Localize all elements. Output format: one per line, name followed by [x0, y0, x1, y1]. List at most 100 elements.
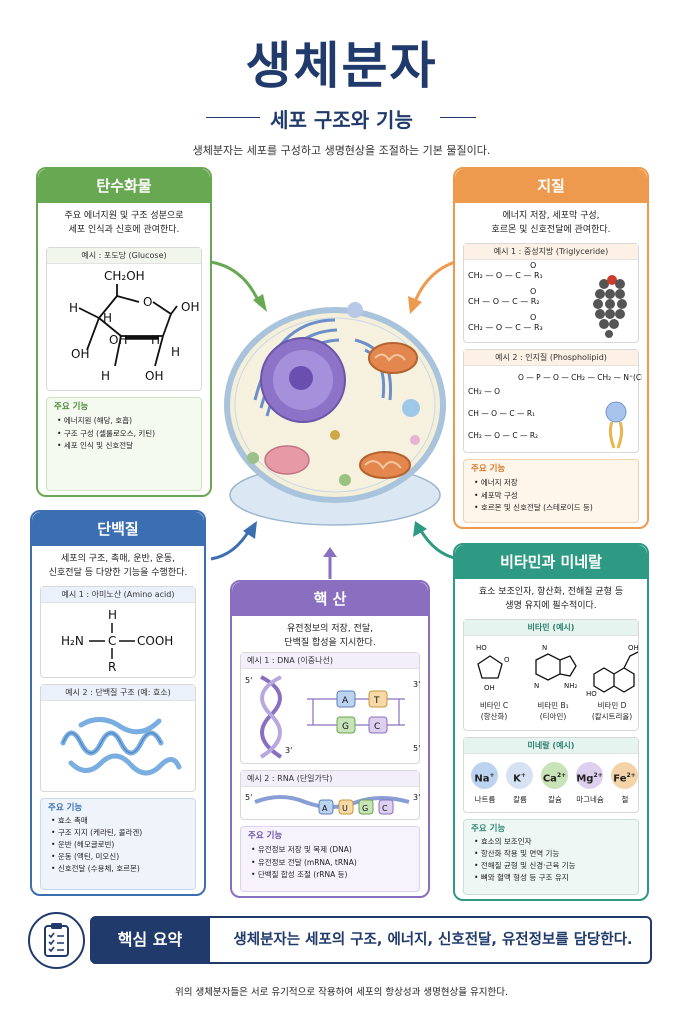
svg-text:O: O	[530, 287, 536, 296]
carbohydrate-functions-list: 에너지원 (해당, 호흡) 구조 구성 (셀룰로오스, 키틴) 세포 인식 및 …	[57, 415, 155, 453]
subtitle-rule-right	[440, 117, 476, 118]
protein-structure-box: 예시 2 : 단백질 구조 (예: 효소)	[40, 684, 196, 792]
svg-text:HO: HO	[476, 644, 487, 652]
page-title: 생체분자	[245, 37, 438, 95]
svg-text:CH₂ — O: CH₂ — O	[468, 387, 500, 396]
mineral-name: 철	[621, 795, 629, 804]
arrow-nucleic	[323, 547, 337, 579]
svg-text:CH₂ — O — C — R₁: CH₂ — O — C — R₁	[468, 271, 543, 280]
mineral-symbol: Fe	[613, 773, 627, 785]
svg-text:OH: OH	[628, 644, 639, 652]
svg-text:R: R	[108, 660, 116, 674]
vitamin-mineral-panel: 비타민과 미네랄 효소 보조인자, 항산화, 전해질 균형 등 생명 유지에 필…	[453, 543, 649, 901]
protein-functions-box: 주요 기능 효소 촉매 구조 지지 (케라틴, 콜라겐) 운반 (헤모글로빈) …	[40, 798, 196, 890]
glucose-structure-diagram: CH₂OH O OH H H OH OH H H H OH	[69, 269, 199, 383]
svg-text:OH: OH	[484, 684, 495, 692]
protein-panel: 단백질 세포의 구조, 촉매, 운반, 운동, 신호전달 등 다양한 기능을 수…	[30, 510, 206, 896]
mineral-symbol: Mg	[576, 773, 594, 785]
glucose-label: 예시 : 포도당 (Glucose)	[47, 248, 201, 264]
intro-text: 생체분자는 세포를 구성하고 생명현상을 조절하는 기본 물질이다.	[192, 144, 491, 157]
mineral-name: 나트륨	[474, 795, 496, 804]
svg-text:5': 5'	[245, 676, 252, 685]
mineral-name: 마그네슘	[576, 795, 604, 804]
triglyceride-label: 예시 1 : 중성지방 (Triglyceride)	[464, 244, 638, 260]
protein-structure-label: 예시 2 : 단백질 구조 (예: 효소)	[41, 685, 195, 701]
amino-acid-box: 예시 1 : 아미노산 (Amino acid) H H₂N C COOH R	[40, 586, 196, 678]
mineral-symbol: Na	[474, 773, 490, 785]
carbohydrate-functions-title: 주요 기능	[54, 402, 89, 412]
svg-text:N: N	[534, 682, 539, 690]
svg-text:3': 3'	[413, 793, 420, 802]
list-item: 신호전달 (수용체, 호르몬)	[51, 863, 142, 875]
vitamin-label: 비타민 (예시)	[464, 620, 638, 636]
protein-ribbon-diagram	[60, 717, 182, 776]
lipid-functions-list: 에너지 저장 세포막 구성 호르몬 및 신호전달 (스테로이드 등)	[474, 477, 593, 515]
nucleic-acid-desc-2: 단백질 합성을 지시한다.	[284, 638, 376, 648]
mineral-name: 칼슘	[548, 795, 562, 804]
clipboard-icon	[28, 912, 85, 969]
svg-text:O: O	[504, 656, 510, 664]
list-item: 구조 구성 (셀룰로오스, 키틴)	[57, 428, 155, 441]
protein-title: 단백질	[32, 512, 204, 546]
carbohydrate-functions-box: 주요 기능 에너지원 (해당, 호흡) 구조 구성 (셀룰로오스, 키틴) 세포…	[46, 397, 202, 491]
vitamin-c-alt: (항산화)	[480, 712, 508, 721]
svg-text:5': 5'	[245, 793, 252, 802]
amino-acid-label: 예시 1 : 아미노산 (Amino acid)	[41, 587, 195, 603]
vitamin-mineral-desc-1: 효소 보조인자, 항산화, 전해질 균형 등	[478, 587, 624, 597]
svg-text:OH: OH	[145, 369, 163, 383]
summary-banner: 핵심 요약 생체분자는 세포의 구조, 에너지, 신호전달, 유전정보를 담당한…	[28, 912, 652, 969]
svg-text:OH: OH	[71, 347, 89, 361]
list-item: 뼈와 혈액 형성 등 구조 유지	[474, 872, 576, 884]
lipid-title: 지질	[455, 169, 647, 203]
svg-text:O: O	[143, 295, 152, 309]
list-item: 호르몬 및 신호전달 (스테로이드 등)	[474, 502, 593, 515]
list-item: 에너지원 (해당, 호흡)	[57, 415, 155, 428]
dna-base-t: T	[373, 696, 380, 706]
mineral-charge: 2+	[593, 772, 603, 779]
svg-text:CH₂ — O — C — R₃: CH₂ — O — C — R₃	[468, 323, 543, 332]
vitamin-b1-name: 비타민 B₁	[537, 701, 569, 710]
list-item: 항산화 작용 및 면역 기능	[474, 848, 576, 860]
vitamin-c-name: 비타민 C	[479, 701, 509, 710]
svg-text:5': 5'	[413, 744, 420, 753]
glucose-box: 예시 : 포도당 (Glucose) CH₂OH O OH H H OH OH …	[46, 247, 202, 391]
page-subtitle: 세포 구조와 기능	[270, 108, 413, 132]
list-item: 세포 인식 및 신호전달	[57, 440, 155, 453]
rna-base-c: C	[382, 804, 388, 813]
svg-text:OH: OH	[181, 300, 199, 314]
nucleic-acid-title: 핵 산	[232, 582, 428, 616]
phospholipid-label: 예시 2 : 인지질 (Phospholipid)	[464, 350, 638, 366]
nucleic-acid-functions-title: 주요 기능	[248, 831, 283, 841]
lipid-desc-1: 에너지 저장, 세포막 구성,	[502, 211, 600, 221]
dna-base-a: A	[342, 696, 349, 706]
mineral-symbol: K	[513, 773, 521, 785]
phospholipid-box: 예시 2 : 인지질 (Phospholipid) CH₂ — O O — P …	[463, 349, 642, 453]
triglyceride-box: 예시 1 : 중성지방 (Triglyceride) CH₂ — O — C —…	[463, 243, 639, 343]
rna-strand-diagram: 5' A U G C 3'	[245, 793, 420, 815]
dna-box: 예시 1 : DNA (이중나선) 5' 3' A T G C 3' 5'	[240, 652, 420, 764]
protein-functions-list: 효소 촉매 구조 지지 (케라틴, 콜라겐) 운반 (헤모글로빈) 운동 (액틴…	[51, 815, 142, 875]
vitamin-mineral-title: 비타민과 미네랄	[455, 545, 647, 579]
svg-text:CH — O — C — R₂: CH — O — C — R₂	[468, 297, 540, 306]
vitamin-mineral-functions-list: 효소의 보조인자 항산화 작용 및 면역 기능 전해질 균형 및 신경·근육 기…	[474, 836, 576, 884]
vitamin-d-name: 비타민 D	[597, 701, 627, 710]
svg-text:H: H	[108, 608, 117, 622]
triglyceride-structure-diagram: CH₂ — O — C — R₁ CH — O — C — R₂ CH₂ — O…	[468, 262, 627, 338]
protein-functions-title: 주요 기능	[48, 803, 83, 813]
svg-text:O: O	[530, 262, 536, 270]
svg-text:H: H	[103, 311, 112, 325]
svg-text:CH₂ — O — C — R₂: CH₂ — O — C — R₂	[468, 431, 538, 440]
vitamin-d-alt: (칼시트리올)	[591, 712, 633, 721]
protein-desc-1: 세포의 구조, 촉매, 운반, 운동,	[61, 554, 175, 564]
summary-text: 생체분자는 세포의 구조, 에너지, 신호전달, 유전정보를 담당한다.	[233, 932, 633, 948]
arrow-protein	[210, 521, 257, 561]
lipid-panel: 지질 에너지 저장, 세포막 구성, 호르몬 및 신호전달에 관여한다. 예시 …	[453, 167, 649, 529]
phospholipid-structure-diagram: CH₂ — O O — P — O — CH₂ — CH₂ — N⁺(CH₃)₃…	[468, 373, 642, 449]
carbohydrate-panel: 탄수화물 주요 에너지원 및 구조 성분으로 세포 인식과 신호에 관여한다. …	[36, 167, 212, 497]
svg-text:O: O	[530, 313, 536, 322]
carbohydrate-desc-2: 세포 인식과 신호에 관여한다.	[68, 225, 180, 235]
dna-label: 예시 1 : DNA (이중나선)	[241, 653, 419, 669]
svg-text:O — P — O — CH₂ — CH₂ — N⁺(CH₃: O — P — O — CH₂ — CH₂ — N⁺(CH₃)₃	[518, 373, 642, 382]
subtitle-rule-left	[206, 117, 260, 118]
